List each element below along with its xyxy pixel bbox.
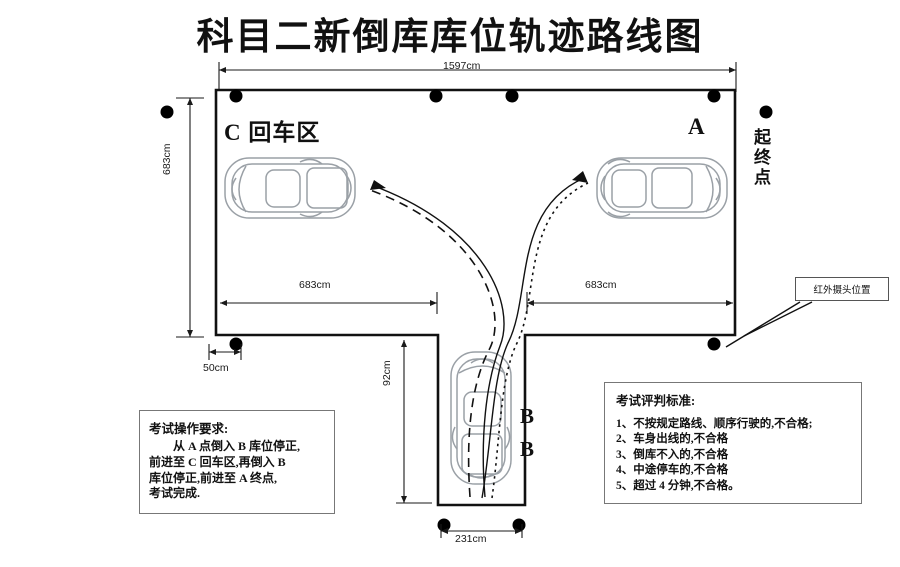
criteria-item: 1、不按规定路线、顺序行驶的,不合格; [616, 418, 813, 430]
dimension-offset-small [208, 344, 242, 360]
zone-label-b-2: B [520, 437, 535, 461]
page-title: 科目二新倒库库位轨迹路线图 [196, 17, 704, 58]
dimension-right-segment [526, 292, 733, 314]
trajectory-b-to-a [481, 171, 589, 499]
operation-line: 从 A 点倒入 B 库位停正, [173, 439, 301, 453]
zone-label-b-1: B [520, 404, 535, 428]
dimension-label-top-width: 1597cm [443, 60, 481, 72]
callout-leader-line [725, 301, 813, 348]
operation-line: 前进至 C 回车区,再倒入 B [149, 454, 286, 469]
dimension-left-height [176, 97, 204, 338]
dimension-label-left-height: 683cm [161, 143, 173, 175]
operation-line: 考试完成. [149, 486, 201, 501]
dimension-bay-depth [396, 340, 432, 504]
criteria-box-body: 1、不按规定路线、顺序行驶的,不合格; 2、车身出线的,不合格 3、倒库不入的,… [616, 417, 850, 494]
zone-label-a: A [688, 114, 705, 139]
dimension-label-offset-small: 50cm [203, 362, 229, 374]
criteria-box-title: 考试评判标准: [616, 394, 696, 408]
dimension-label-right-segment: 683cm [585, 279, 617, 291]
car-zone-c [224, 157, 356, 219]
bay-guide-lines [437, 335, 526, 505]
criteria-item: 3、倒库不入的,不合格 [616, 448, 729, 461]
dimension-label-left-segment: 683cm [299, 279, 331, 291]
dimension-bay-width [440, 524, 523, 538]
trajectory-b-to-c [369, 180, 505, 498]
operation-box-title: 考试操作要求: [149, 422, 229, 436]
camera-position-callout: 红外摄头位置 [795, 277, 889, 301]
start-end-point-label: 起终点 [751, 128, 770, 188]
dimension-left-segment [220, 292, 438, 314]
dimension-label-bay-depth: 92cm [381, 360, 393, 386]
operation-box-body: 从 A 点倒入 B 库位停正, 前进至 C 回车区,再倒入 B 库位停正,前进至… [149, 439, 325, 502]
evaluation-criteria-box: 考试评判标准: 1、不按规定路线、顺序行驶的,不合格; 2、车身出线的,不合格 … [604, 382, 862, 504]
car-zone-a [596, 157, 728, 219]
criteria-item: 5、超过 4 分钟,不合格。 [616, 479, 740, 492]
criteria-item: 2、车身出线的,不合格 [616, 433, 729, 446]
criteria-item: 4、中途停车的,不合格 [616, 464, 729, 477]
dimension-label-bay-width: 231cm [455, 533, 487, 545]
operation-requirements-box: 考试操作要求: 从 A 点倒入 B 库位停正, 前进至 C 回车区,再倒入 B … [139, 410, 335, 514]
dimension-top-width [218, 62, 737, 92]
operation-line: 库位停正,前进至 A 终点, [149, 470, 278, 485]
car-zone-b [450, 351, 512, 485]
zone-label-c: C 回车区 [224, 120, 321, 145]
